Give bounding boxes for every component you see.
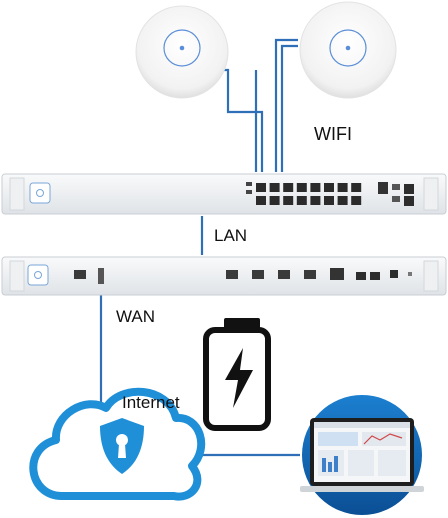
switch-port bbox=[324, 183, 334, 192]
switch-port-grid bbox=[256, 183, 362, 205]
switch-port bbox=[351, 196, 362, 205]
switch-port bbox=[283, 196, 294, 205]
switch-port bbox=[310, 183, 321, 192]
access-point-left bbox=[135, 5, 229, 99]
cloud-shield-icon bbox=[29, 387, 206, 501]
switch-port bbox=[256, 196, 266, 205]
switch-port bbox=[337, 183, 348, 192]
switch-port bbox=[296, 183, 307, 192]
switch-port bbox=[269, 196, 280, 205]
lan-label: LAN bbox=[214, 226, 248, 245]
switch-port bbox=[337, 196, 348, 205]
switch-port bbox=[256, 183, 266, 192]
switch-port bbox=[296, 196, 307, 205]
access-point-right bbox=[299, 1, 397, 99]
network-switch bbox=[1, 173, 447, 215]
internet-label: Internet bbox=[122, 393, 180, 412]
switch-port bbox=[324, 196, 334, 205]
switch-port bbox=[310, 196, 321, 205]
cable-ap-right bbox=[274, 38, 298, 172]
battery-charging-icon bbox=[203, 318, 271, 431]
wan-label: WAN bbox=[116, 307, 156, 326]
router bbox=[1, 256, 447, 296]
laptop-dashboard-icon bbox=[300, 395, 424, 515]
switch-port bbox=[269, 183, 280, 192]
switch-port bbox=[351, 183, 362, 192]
switch-port bbox=[283, 183, 294, 192]
wifi-label: WIFI bbox=[314, 124, 352, 144]
